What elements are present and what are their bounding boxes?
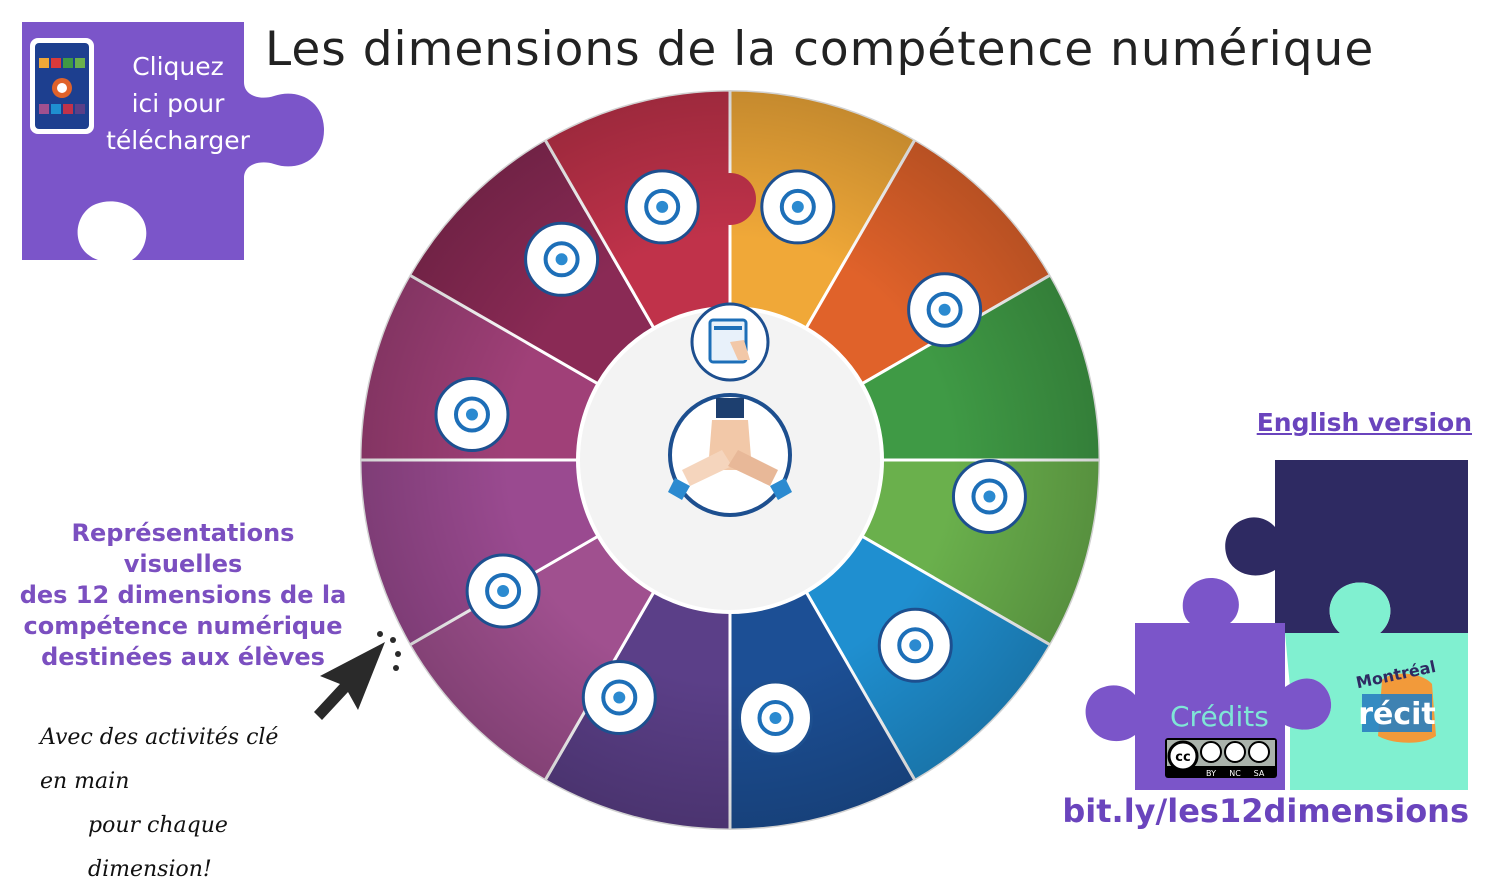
- target-icon[interactable]: [434, 377, 510, 453]
- license-sa: SA: [1254, 769, 1265, 778]
- mouse-cursor-icon: [314, 631, 401, 720]
- svg-text:cc: cc: [1175, 750, 1190, 765]
- license-by: BY: [1206, 769, 1216, 778]
- activities-note: Avec des activités clé en main pour chaq…: [40, 716, 310, 892]
- download-puzzle-button[interactable]: [22, 22, 328, 260]
- cc-license-badge[interactable]: cc BY NC SA: [1165, 738, 1277, 778]
- segment-icons: [434, 169, 1027, 756]
- description-line-1: Représentations visuelles: [71, 519, 295, 578]
- download-line-1: Cliquez: [132, 52, 224, 81]
- description-line-3: compétence numérique: [23, 612, 343, 640]
- purple-puzzle-piece: [1085, 578, 1332, 790]
- online-work-icon[interactable]: [760, 169, 836, 245]
- download-line-3: télécharger: [106, 126, 250, 155]
- license-nc: NC: [1229, 769, 1241, 778]
- collaboration-gear-icon[interactable]: [951, 458, 1027, 534]
- page-title: Les dimensions de la compétence numériqu…: [265, 22, 1375, 77]
- description-line-2: des 12 dimensions de la: [19, 581, 347, 609]
- chat-bubbles-icon[interactable]: [877, 607, 953, 683]
- download-line-2: ici pour: [131, 89, 225, 118]
- activities-line-2: pour chaque dimension!: [88, 813, 228, 882]
- description-line-4: destinées aux élèves: [41, 643, 325, 671]
- navy-puzzle-piece: [1225, 460, 1468, 633]
- book-cover-thumbnail[interactable]: [30, 38, 94, 134]
- hands-together-icon[interactable]: [668, 393, 792, 517]
- activities-line-1: Avec des activités clé en main: [40, 725, 279, 794]
- competence-wheel: [360, 90, 1100, 830]
- logo-recit-text: récit: [1358, 697, 1436, 732]
- credits-link[interactable]: Crédits: [1170, 700, 1269, 733]
- cycle-arrows-icon[interactable]: [581, 659, 657, 735]
- short-url-link[interactable]: bit.ly/les12dimensions: [1062, 792, 1469, 830]
- cloud-network-icon[interactable]: [465, 553, 541, 629]
- research-icon[interactable]: [907, 272, 983, 348]
- touch-screen-icon[interactable]: [690, 302, 770, 382]
- english-version-link[interactable]: English version: [1256, 408, 1472, 437]
- video-screen-icon[interactable]: [737, 680, 813, 756]
- recit-montreal-logo[interactable]: Montréal récit: [1352, 650, 1442, 750]
- download-label[interactable]: Cliquez ici pour télécharger: [98, 48, 258, 159]
- brain-questions-icon[interactable]: [524, 221, 600, 297]
- description: Représentations visuelles des 12 dimensi…: [18, 518, 348, 673]
- lightbulb-icon[interactable]: [624, 169, 700, 245]
